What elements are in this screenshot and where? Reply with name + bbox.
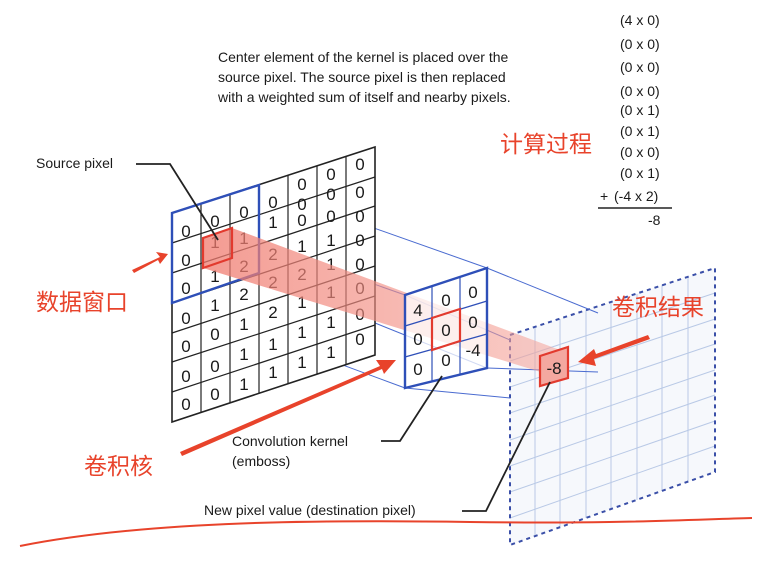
svg-text:0: 0 — [181, 337, 190, 356]
svg-text:0: 0 — [355, 330, 364, 349]
svg-text:0: 0 — [326, 207, 335, 226]
calc-term: (0 x 0) — [620, 83, 660, 99]
svg-text:1: 1 — [210, 267, 219, 286]
svg-text:1: 1 — [239, 345, 248, 364]
description-line-2: source pixel. The source pixel is then r… — [218, 69, 506, 85]
svg-text:1: 1 — [326, 313, 335, 332]
svg-text:1: 1 — [297, 293, 306, 312]
svg-text:0: 0 — [210, 385, 219, 404]
destination-pixel — [538, 345, 570, 388]
svg-text:0: 0 — [210, 212, 219, 231]
data-window-annotation: 数据窗口 — [36, 290, 128, 316]
svg-text:0: 0 — [326, 185, 335, 204]
description-line-3: with a weighted sum of itself and nearby… — [217, 89, 511, 105]
svg-text:0: 0 — [441, 321, 450, 340]
svg-text:1: 1 — [210, 296, 219, 315]
calc-term: (0 x 1) — [620, 102, 660, 118]
svg-text:1: 1 — [297, 237, 306, 256]
svg-text:0: 0 — [181, 251, 190, 270]
svg-text:1: 1 — [268, 335, 277, 354]
kernel-grid — [403, 266, 489, 390]
calc-plus-sign: + — [600, 188, 608, 204]
source-pixel-leader — [136, 163, 219, 241]
calc-term: (4 x 0) — [620, 12, 660, 28]
svg-text:0: 0 — [413, 360, 422, 379]
svg-text:0: 0 — [210, 357, 219, 376]
svg-text:0: 0 — [297, 211, 306, 230]
svg-text:2: 2 — [239, 285, 248, 304]
calc-term: (0 x 0) — [620, 144, 660, 160]
kernel-values: 4 0 0 0 0 0 0 0 -4 — [413, 283, 480, 379]
svg-text:1: 1 — [239, 315, 248, 334]
svg-text:1: 1 — [326, 255, 335, 274]
conv-result-annotation: 卷积结果 — [612, 295, 704, 321]
svg-text:0: 0 — [355, 231, 364, 250]
svg-text:1: 1 — [297, 323, 306, 342]
calc-result: -8 — [648, 212, 661, 228]
svg-text:4: 4 — [413, 301, 422, 320]
svg-text:1: 1 — [326, 343, 335, 362]
svg-text:1: 1 — [268, 363, 277, 382]
svg-text:-4: -4 — [465, 341, 480, 360]
svg-text:1: 1 — [239, 375, 248, 394]
source-pixel-highlight — [201, 226, 234, 270]
svg-text:0: 0 — [441, 351, 450, 370]
svg-text:0: 0 — [468, 313, 477, 332]
calc-process-annotation: 计算过程 — [500, 132, 592, 158]
result-arrow — [578, 335, 650, 366]
svg-text:0: 0 — [441, 291, 450, 310]
calc-term: (0 x 1) — [620, 165, 660, 181]
svg-text:0: 0 — [355, 207, 364, 226]
svg-text:0: 0 — [355, 255, 364, 274]
svg-text:0: 0 — [268, 193, 277, 212]
svg-text:2: 2 — [268, 303, 277, 322]
svg-text:1: 1 — [268, 213, 277, 232]
conv-kernel-label-2: (emboss) — [232, 453, 290, 469]
svg-text:0: 0 — [413, 330, 422, 349]
destination-grid — [509, 266, 716, 547]
conv-kernel-label-1: Convolution kernel — [232, 433, 348, 449]
svg-text:0: 0 — [239, 203, 248, 222]
svg-text:0: 0 — [297, 195, 306, 214]
svg-text:1: 1 — [326, 231, 335, 250]
svg-text:0: 0 — [210, 325, 219, 344]
svg-text:0: 0 — [181, 279, 190, 298]
svg-text:1: 1 — [297, 353, 306, 372]
calc-term: (0 x 0) — [620, 59, 660, 75]
svg-text:0: 0 — [326, 165, 335, 184]
conv-kernel-leader — [381, 375, 443, 442]
svg-text:0: 0 — [355, 183, 364, 202]
svg-text:0: 0 — [181, 367, 190, 386]
source-pixel-label: Source pixel — [36, 155, 113, 171]
destination-pixel-value: -8 — [546, 359, 561, 378]
description-line-1: Center element of the kernel is placed o… — [218, 49, 508, 65]
data-window-arrow — [132, 252, 168, 273]
svg-text:0: 0 — [468, 283, 477, 302]
svg-text:0: 0 — [181, 395, 190, 414]
kernel-center-highlight — [430, 307, 462, 352]
calc-term: (0 x 1) — [620, 123, 660, 139]
hand-drawn-underline — [19, 517, 753, 547]
conv-kernel-annotation: 卷积核 — [84, 454, 153, 480]
new-pixel-leader — [462, 381, 551, 512]
calc-term: (0 x 0) — [620, 36, 660, 52]
svg-text:0: 0 — [181, 309, 190, 328]
kernel-arrow — [180, 360, 396, 456]
calc-term: (-4 x 2) — [614, 188, 658, 204]
svg-text:0: 0 — [355, 155, 364, 174]
svg-text:0: 0 — [181, 222, 190, 241]
new-pixel-label: New pixel value (destination pixel) — [204, 502, 416, 518]
svg-text:0: 0 — [297, 175, 306, 194]
